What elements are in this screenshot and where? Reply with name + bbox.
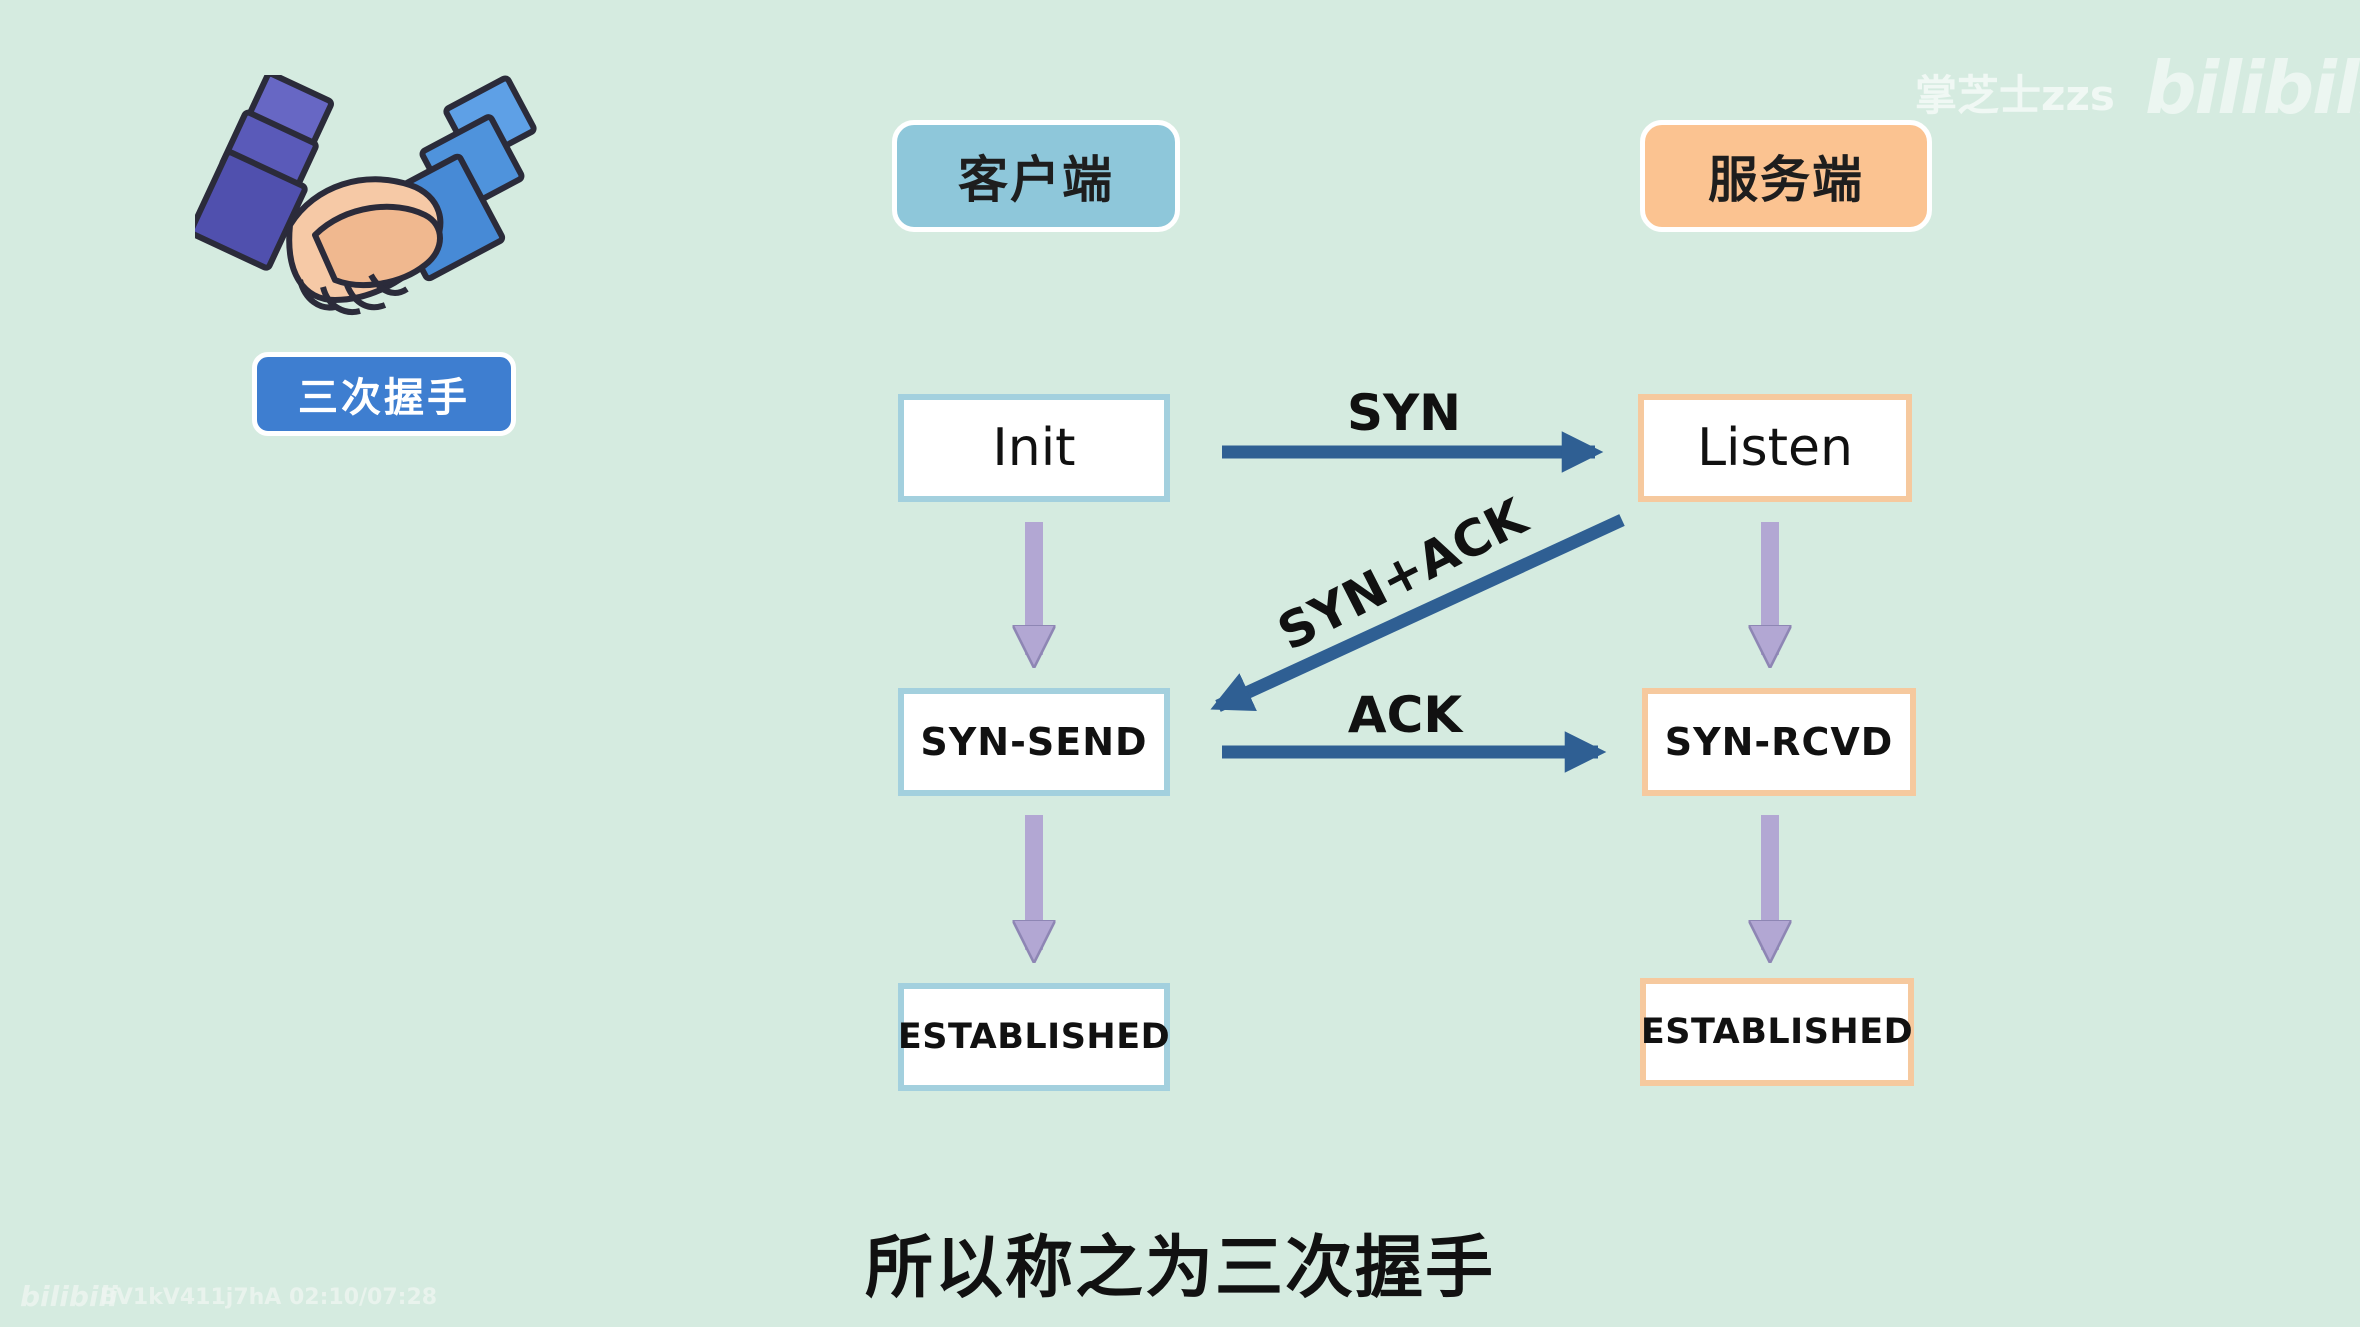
client-state-syn-send: SYN-SEND xyxy=(898,688,1170,796)
subtitle-caption: 所以称之为三次握手 xyxy=(864,1229,1495,1308)
syn-ack-arrow xyxy=(1210,514,1625,712)
client-state-established: ESTABLISHED xyxy=(898,983,1170,1091)
server-state-listen: Listen xyxy=(1638,394,1912,502)
corner-logo: bilibili xyxy=(20,1280,118,1313)
client-state-init: Init xyxy=(898,394,1170,502)
corner-video-id: BV1kV411j7hA 02:10/07:28 xyxy=(100,1285,438,1310)
three-way-handshake-badge: 三次握手 xyxy=(252,352,516,436)
watermark-logo: bilibili xyxy=(2145,46,2360,130)
watermark-author: 掌芝士zzs xyxy=(1915,71,2115,120)
ack-label: ACK xyxy=(1348,686,1464,744)
handshake-icon xyxy=(195,75,537,315)
server-state-established: ESTABLISHED xyxy=(1640,978,1914,1086)
syn-label: SYN xyxy=(1347,384,1461,442)
client-header: 客户端 xyxy=(892,120,1180,232)
server-header: 服务端 xyxy=(1640,120,1932,232)
server-state-syn-rcvd: SYN-RCVD xyxy=(1642,688,1916,796)
